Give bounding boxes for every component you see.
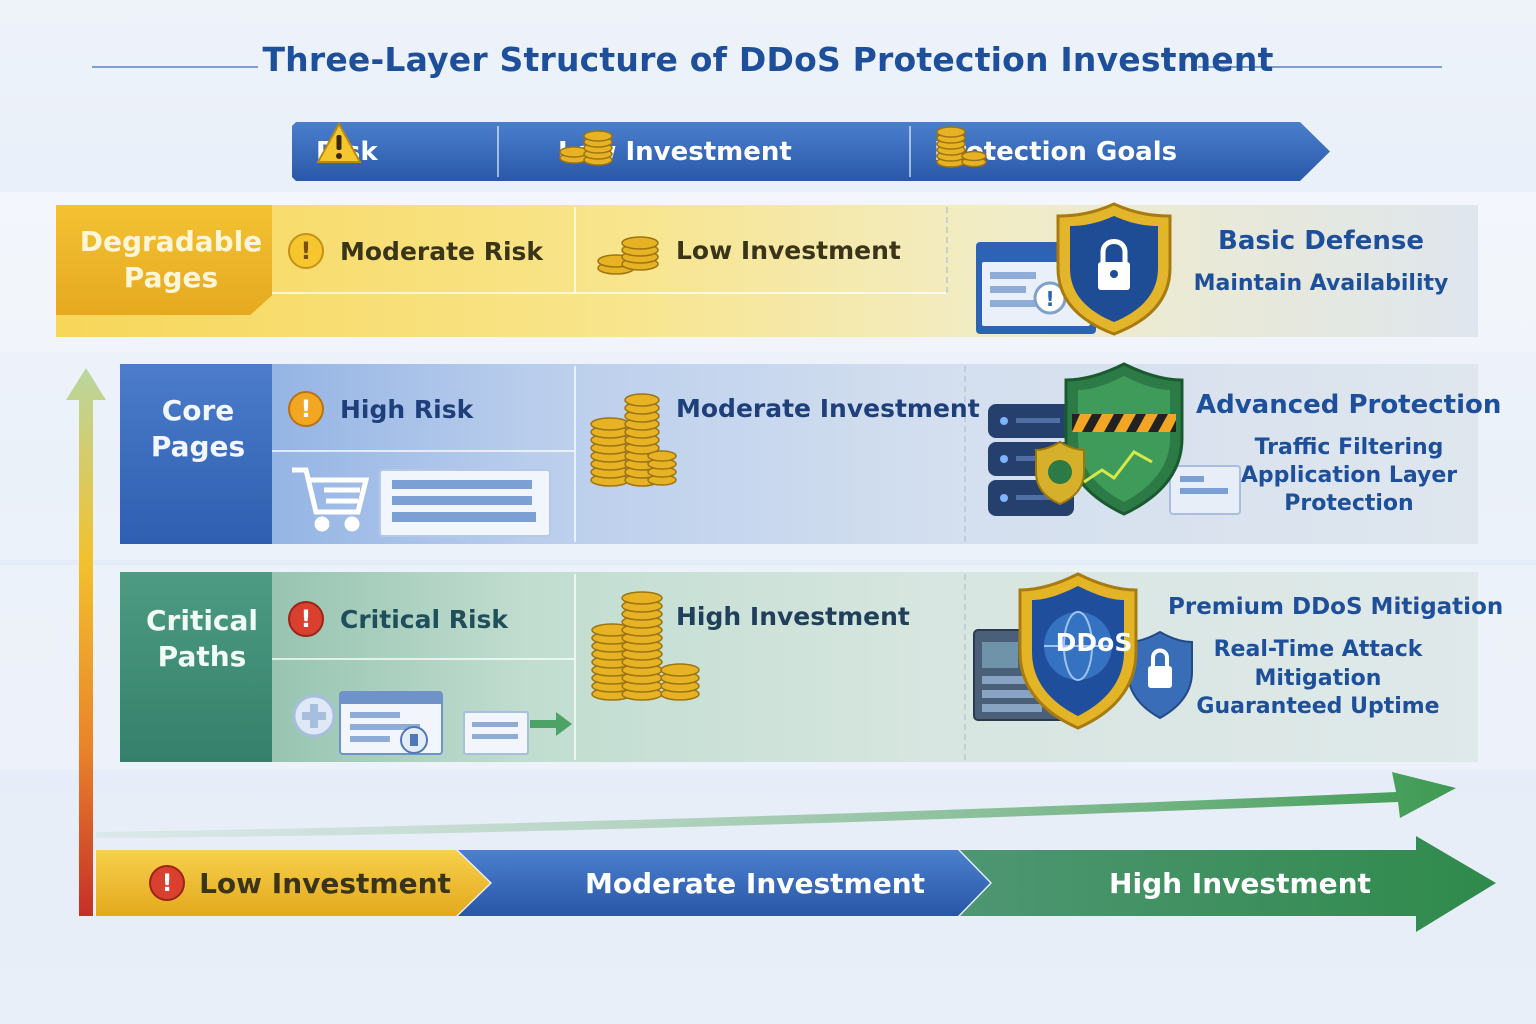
row-divider — [272, 450, 574, 452]
server-shield-illustration — [988, 362, 1241, 516]
coins-icon — [936, 126, 987, 168]
header-separator — [497, 126, 499, 177]
header-separator — [909, 126, 911, 177]
tier-risk-core: ! High Risk — [288, 390, 473, 428]
tier-goal-sub-critical: Real-Time Attack Mitigation Guaranteed U… — [1196, 637, 1440, 720]
column-divider — [946, 207, 948, 293]
exclamation-circle-icon: ! — [288, 233, 324, 269]
tier-risk-critical: ! Critical Risk — [288, 600, 508, 638]
tier-degradable-band — [56, 205, 1478, 337]
scale-low-label: Low Investment — [199, 866, 451, 900]
scale-low: ! Low Investment — [140, 852, 460, 914]
header-investment: Low Investment — [558, 122, 792, 181]
header-risk: Risk — [316, 122, 378, 181]
scale-moderate: Moderate Investment — [584, 866, 926, 900]
scale-high: High Investment — [1109, 866, 1371, 900]
ddos-shield-illustration — [973, 572, 1193, 730]
tier-investment-core: Moderate Investment — [676, 394, 980, 423]
tier-goal-title-core: Advanced Protection — [1196, 390, 1502, 420]
svg-text:!: ! — [1045, 287, 1054, 311]
column-divider — [964, 366, 966, 542]
title-rule-right — [1198, 66, 1442, 68]
cart-form-illustration — [292, 467, 551, 537]
tier-core-label-cell — [120, 364, 272, 544]
warning-triangle-icon — [316, 122, 362, 163]
tier-label-critical: Critical Paths — [145, 604, 259, 673]
header-banner: Risk Low Investment Protection Goals — [292, 122, 1330, 181]
tier-goal-title-degradable: Basic Defense — [1218, 226, 1424, 256]
header-banner-shape — [292, 122, 1330, 181]
coins-icon — [559, 130, 613, 166]
investment-scale — [96, 836, 1496, 932]
shopping-cart-icon — [292, 467, 370, 532]
tier-label-core: Core Pages — [150, 394, 246, 463]
row-divider — [272, 292, 948, 294]
exclamation-circle-icon: ! — [149, 865, 186, 901]
column-divider — [574, 574, 576, 760]
tier-risk-degradable: ! Moderate Risk — [288, 232, 543, 270]
shield-lock-illustration: ! — [976, 202, 1172, 336]
tier-investment-degradable: Low Investment — [676, 236, 901, 265]
coins-icon — [590, 393, 677, 487]
tier-degradable-label-cell — [56, 205, 272, 315]
tier-critical-label-cell — [120, 572, 272, 762]
coins-icon — [597, 236, 659, 275]
app-window-illustration — [292, 691, 572, 755]
exclamation-circle-icon: ! — [288, 601, 324, 637]
shield-lock-icon — [1056, 202, 1172, 336]
risk-vertical-arrow — [66, 368, 106, 916]
exclamation-circle-icon: ! — [288, 391, 324, 427]
ddos-shield-icon — [1018, 572, 1138, 730]
tier-goal-sub-core: Traffic Filtering Application Layer Prot… — [1240, 435, 1458, 517]
column-divider — [574, 366, 576, 542]
header-goals: Protection Goals — [934, 122, 1177, 181]
coins-icon — [591, 591, 700, 701]
tier-investment-critical: High Investment — [676, 602, 910, 631]
title-rule-left — [92, 66, 258, 68]
row-divider — [272, 658, 574, 660]
page-title: Three-Layer Structure of DDoS Protection… — [262, 40, 1274, 79]
tier-label-degradable: Degradable Pages — [79, 225, 263, 294]
risk-label: Moderate Risk — [340, 236, 544, 266]
risk-label: High Risk — [340, 394, 474, 424]
ddos-badge-text: DDoS — [1055, 628, 1133, 657]
tier-goal-sub-degradable: Maintain Availability — [1193, 271, 1449, 296]
risk-label: Critical Risk — [340, 604, 509, 634]
tier-goal-title-critical: Premium DDoS Mitigation — [1168, 594, 1504, 620]
column-divider — [574, 207, 576, 293]
column-divider — [964, 574, 966, 760]
growth-arrow — [96, 772, 1456, 838]
